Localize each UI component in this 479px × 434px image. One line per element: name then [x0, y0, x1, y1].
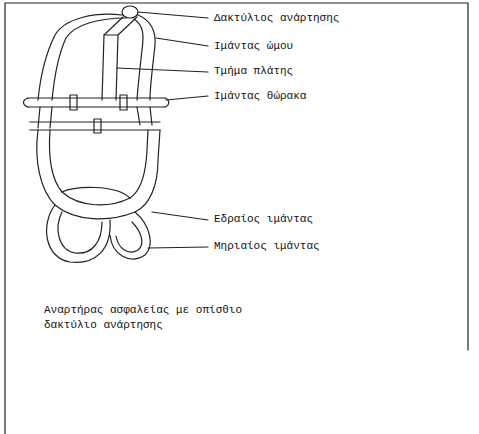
chest-strap-label: Ιμάντας θώρακα — [214, 89, 306, 104]
shoulder-strap-label: Ιμάντας ώμου — [214, 39, 293, 54]
ring-label: Δακτύλιος ανάρτησης — [214, 11, 339, 26]
back-section-label: Τμήμα πλάτης — [214, 64, 293, 79]
figure-caption: Αναρτήρας ασφαλείας με οπίσθιο δακτύλιο … — [44, 303, 264, 333]
seat-strap-label: Εδραίος ιμάντας — [214, 212, 313, 227]
thigh-strap-label: Μηριαίος ιμάντας — [214, 239, 320, 254]
